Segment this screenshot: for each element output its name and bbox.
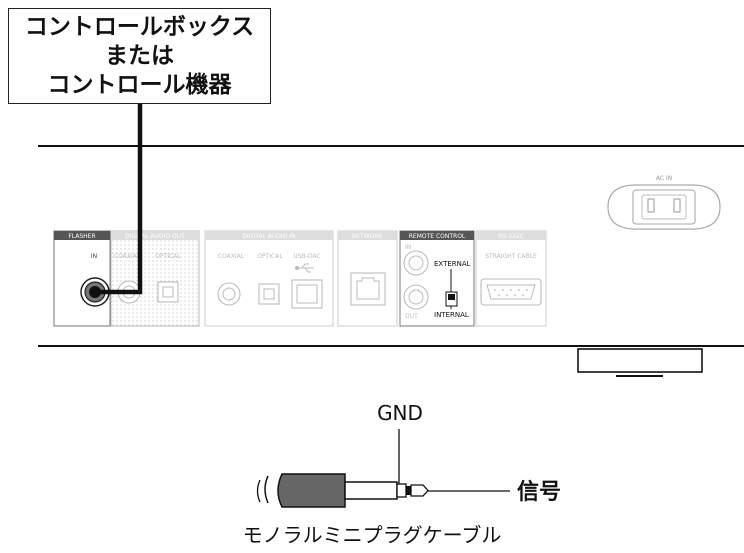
remote-control-section: REMOTE CONTROL IN OUT EXTERNAL INTERNAL	[399, 230, 475, 327]
remote-in-label: IN	[405, 244, 411, 251]
digital-in-coaxial: COAXIAL	[218, 253, 245, 260]
digital-in-usb: USB-DAC	[293, 253, 320, 260]
connection-cable	[95, 104, 143, 295]
flasher-section: FLASHER IN	[53, 230, 111, 327]
digital-audio-out-section: DIGITAL AUDIO OUT COAXIAL OPTICAL	[110, 230, 200, 327]
network-header: NETWORK	[352, 233, 384, 240]
control-device-label-line3: コントロール機器	[47, 71, 232, 98]
control-device-label-line2: または	[105, 42, 174, 69]
digital-out-header: DIGITAL AUDIO OUT	[125, 233, 185, 240]
digital-in-header: DIGITAL AUDIO IN	[242, 233, 295, 240]
digital-audio-in-section: DIGITAL AUDIO IN COAXIAL OPTICAL USB-DAC	[204, 230, 334, 327]
remote-internal-label: INTERNAL	[434, 311, 469, 319]
remote-header: REMOTE CONTROL	[409, 233, 466, 240]
mono-mini-plug	[256, 429, 510, 508]
ac-in-label: AC IN	[656, 175, 672, 182]
usb-icon	[295, 263, 314, 273]
digital-out-optical: OPTICAL	[155, 253, 181, 260]
plug-caption: モノラルミニプラグケーブル	[243, 523, 502, 547]
digital-in-optical: OPTICAL	[257, 253, 283, 260]
rs232c-section: RS-232C STRAIGHT CABLE	[475, 230, 547, 327]
rs232c-header: RS-232C	[498, 233, 524, 240]
control-device-label-box: コントロールボックス または コントロール機器	[8, 8, 271, 104]
remote-switch	[445, 291, 458, 307]
gnd-label: GND	[377, 401, 423, 425]
ac-inlet: AC IN	[607, 175, 721, 230]
flasher-in-label: IN	[91, 253, 97, 260]
flasher-header: FLASHER	[68, 233, 95, 240]
rs232c-cable-label: STRAIGHT CABLE	[485, 253, 537, 260]
remote-external-label: EXTERNAL	[434, 260, 471, 268]
control-device-label-line1: コントロールボックス	[24, 13, 255, 40]
device-foot	[577, 348, 703, 377]
network-section: NETWORK	[337, 230, 398, 327]
signal-label: 信号	[517, 479, 561, 505]
remote-out-label: OUT	[405, 313, 418, 320]
digital-out-coaxial: COAXIAL	[114, 253, 141, 260]
